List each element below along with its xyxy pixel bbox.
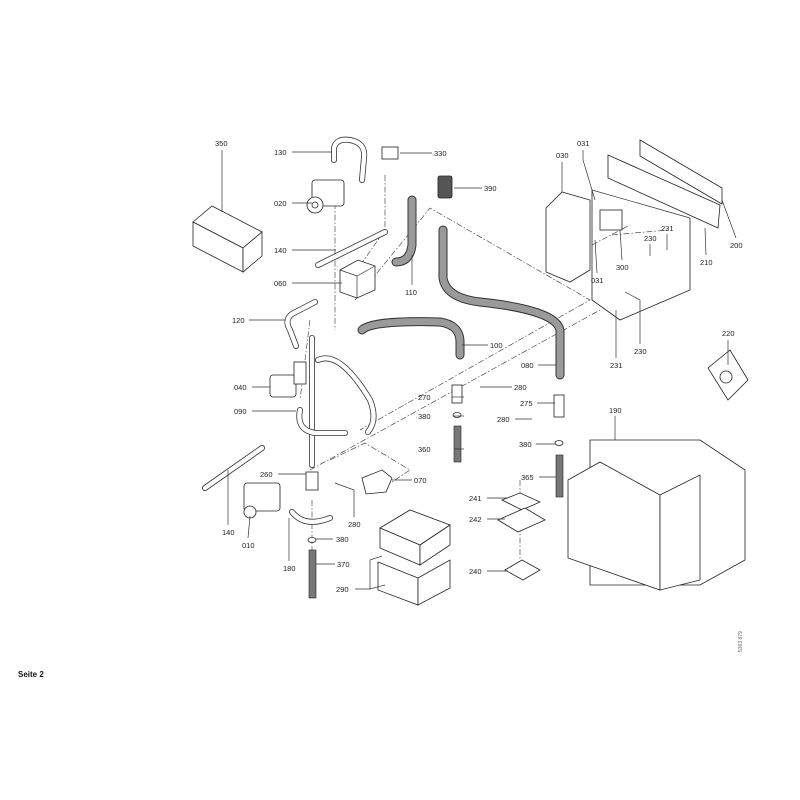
part-130-pipe bbox=[331, 136, 368, 183]
plates bbox=[497, 492, 546, 581]
hoses bbox=[357, 195, 565, 380]
part-010-pump bbox=[243, 482, 281, 519]
leader-lines bbox=[221, 150, 737, 590]
callout-365: 365 bbox=[521, 473, 534, 482]
callout-010: 010 bbox=[242, 541, 255, 550]
callout-240: 240 bbox=[469, 567, 482, 576]
callout-070: 070 bbox=[414, 476, 427, 485]
callout-231: 231 bbox=[610, 361, 623, 370]
callout-210: 210 bbox=[700, 258, 713, 267]
callout-030: 030 bbox=[556, 151, 569, 160]
callout-230: 230 bbox=[644, 234, 657, 243]
part-140-pipe-upper bbox=[315, 229, 388, 268]
callout-380: 380 bbox=[519, 440, 532, 449]
part-070-valve bbox=[361, 469, 393, 495]
callout-031: 031 bbox=[577, 139, 590, 148]
filters bbox=[307, 384, 565, 599]
callout-200: 200 bbox=[730, 241, 743, 250]
part-260-fitting bbox=[305, 471, 319, 491]
callout-130: 130 bbox=[274, 148, 287, 157]
part-190-casing bbox=[567, 439, 746, 591]
callout-330: 330 bbox=[434, 149, 447, 158]
callout-231: 231 bbox=[661, 224, 674, 233]
callout-090: 090 bbox=[234, 407, 247, 416]
part-220-seal-kit bbox=[707, 349, 749, 401]
callout-180: 180 bbox=[283, 564, 296, 573]
callout-110: 110 bbox=[405, 288, 417, 297]
white-pipes bbox=[202, 299, 377, 525]
part-030-heat-exchanger bbox=[545, 191, 591, 283]
callout-360: 360 bbox=[418, 445, 431, 454]
callout-390: 390 bbox=[484, 184, 497, 193]
callout-100: 100 bbox=[490, 341, 503, 350]
part-back-plate bbox=[591, 139, 723, 321]
part-040-motor bbox=[269, 361, 307, 398]
callout-290: 290 bbox=[336, 585, 349, 594]
callout-230: 230 bbox=[634, 347, 647, 356]
part-390-sensor bbox=[437, 175, 453, 199]
callout-241: 241 bbox=[469, 494, 482, 503]
part-060-valve bbox=[339, 259, 376, 299]
part-350-box bbox=[192, 205, 263, 273]
callout-380: 380 bbox=[336, 535, 349, 544]
callout-270: 270 bbox=[418, 393, 431, 402]
callout-220: 220 bbox=[722, 329, 735, 338]
callout-140: 140 bbox=[222, 528, 235, 537]
page-label: Seite 2 bbox=[18, 670, 44, 679]
part-330-clip bbox=[381, 146, 399, 160]
callout-370: 370 bbox=[337, 560, 350, 569]
callout-060: 060 bbox=[274, 279, 287, 288]
callout-300: 300 bbox=[616, 263, 629, 272]
part-020-pump bbox=[306, 179, 345, 214]
callout-275: 275 bbox=[520, 399, 533, 408]
callout-120: 120 bbox=[232, 316, 245, 325]
callout-350: 350 bbox=[215, 139, 228, 148]
callout-190: 190 bbox=[609, 406, 622, 415]
callout-labels: 350 130 330 390 020 140 060 110 120 100 … bbox=[215, 139, 743, 594]
callout-080: 080 bbox=[521, 361, 534, 370]
callout-280: 280 bbox=[348, 520, 361, 529]
callout-280: 280 bbox=[514, 383, 527, 392]
callout-140: 140 bbox=[274, 246, 287, 255]
callout-031: 031 bbox=[591, 276, 604, 285]
callout-380: 380 bbox=[418, 412, 431, 421]
callout-020: 020 bbox=[274, 199, 287, 208]
callout-242: 242 bbox=[469, 515, 482, 524]
callout-280: 280 bbox=[497, 415, 510, 424]
callout-260: 260 bbox=[260, 470, 273, 479]
drawing-number: 5363 879 bbox=[738, 631, 744, 652]
part-290-enclosure bbox=[377, 509, 451, 606]
callout-040: 040 bbox=[234, 383, 247, 392]
